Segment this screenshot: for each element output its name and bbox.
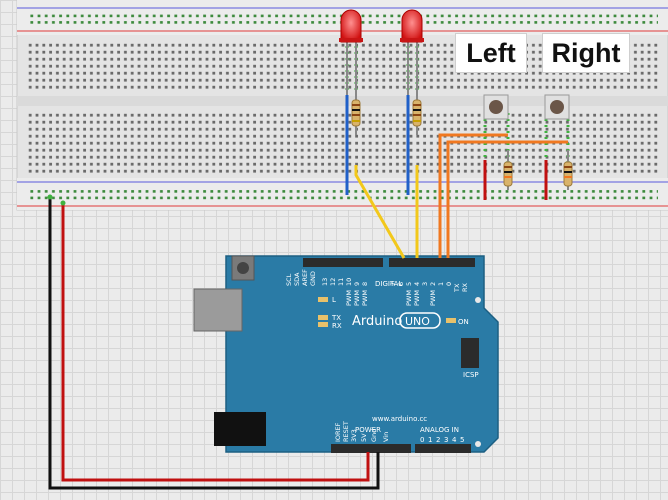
power-pin-label: RESET <box>342 421 350 442</box>
analog-pin-label: 2 <box>436 436 440 444</box>
top-pin-label: 13 <box>321 278 329 286</box>
model-label: UNO <box>405 315 430 328</box>
pwm-label: PWM <box>353 290 361 306</box>
resistor-button-right <box>563 150 573 190</box>
top-pin-label: SCL <box>285 273 293 286</box>
label-left: Left <box>456 34 526 72</box>
rx-label: RX <box>332 322 342 330</box>
on-label: ON <box>458 318 469 326</box>
analog-pin-label: 4 <box>452 436 457 444</box>
power-header <box>331 444 411 453</box>
power-pin-label: IOREF <box>334 422 342 442</box>
bottom-power-rail <box>28 187 658 202</box>
label-right: Right <box>543 34 629 72</box>
center-channel <box>17 96 668 106</box>
top-pin-label: 10 <box>345 278 353 286</box>
top-pin-label: SDA <box>293 272 301 286</box>
pwm-label: PWM <box>405 290 413 306</box>
tx-pin-label: TX <box>453 283 461 293</box>
led-l-indicator <box>318 297 328 302</box>
top-pin-label: 8 <box>361 282 369 286</box>
power-label: POWER <box>355 426 381 434</box>
usb-port <box>193 288 243 332</box>
wire-black-ground <box>48 197 380 490</box>
led-on-indicator <box>446 318 456 323</box>
digital-header-left <box>303 258 383 267</box>
top-pin-label: 9 <box>353 282 361 286</box>
resistor-button-left <box>503 150 513 190</box>
power-pin-label: 3V3 <box>350 429 358 442</box>
power-pin-label: 5V <box>360 433 368 442</box>
uno-badge <box>399 312 441 329</box>
wire-red-5v <box>61 203 370 482</box>
analog-pin-label: 3 <box>444 436 448 444</box>
top-pin-label: 5 <box>405 282 413 286</box>
tx-label: TX <box>331 314 341 322</box>
top-pin-label: GND <box>309 271 317 286</box>
l-label: L <box>332 296 336 304</box>
wire-orange-right-button <box>446 140 568 258</box>
power-pin-label: Vin <box>382 432 390 442</box>
icsp-header <box>461 338 479 368</box>
rx-pin-label: RX <box>461 282 469 292</box>
power-pin-label: Gnd <box>370 429 378 442</box>
top-pin-label: 12 <box>329 278 337 286</box>
pwm-label: PWM <box>345 290 353 306</box>
top-pin-label: 11 <box>337 278 345 286</box>
wire-orange-left-button <box>438 133 508 258</box>
analog-header <box>415 444 471 453</box>
resistor-led-right <box>412 92 422 135</box>
top-pin-label: 3 <box>421 282 429 286</box>
bottom-terminal-strip <box>28 113 658 175</box>
top-pin-label: AREF <box>301 269 309 286</box>
analog-pin-label: 1 <box>428 436 432 444</box>
pwm-label: PWM <box>413 290 421 306</box>
pwm-label: PWM <box>361 290 369 306</box>
top-pin-label: 0 <box>445 282 453 286</box>
arduino-board: Arduino UNO www.arduino.cc DIGITAL ANALO… <box>193 255 499 453</box>
brand-label: Arduino <box>352 314 402 329</box>
dc-power-jack <box>214 412 266 446</box>
resistor-led-left <box>351 92 361 135</box>
top-pin-label: 1 <box>437 282 445 286</box>
top-pin-label: 2 <box>429 282 437 286</box>
top-pin-label: 6 <box>397 282 405 286</box>
led-left <box>339 9 363 95</box>
digital-header-right <box>389 258 475 267</box>
pwm-label: PWM <box>429 290 437 306</box>
pushbutton-right <box>544 94 570 120</box>
icsp-label: ICSP <box>463 371 479 379</box>
wire-yellow-left <box>354 165 406 259</box>
pushbutton-left <box>483 94 509 120</box>
digital-label: DIGITAL <box>375 280 402 288</box>
top-pin-label: 4 <box>413 282 421 286</box>
analog-pin-label: 5 <box>460 436 464 444</box>
url-label: www.arduino.cc <box>372 415 427 423</box>
top-pin-label: 7 <box>389 282 397 286</box>
led-rx-indicator <box>318 322 328 327</box>
analog-in-label: ANALOG IN <box>420 426 459 434</box>
led-tx-indicator <box>318 315 328 320</box>
analog-pin-label: 0 <box>420 436 424 444</box>
led-right <box>400 9 424 95</box>
